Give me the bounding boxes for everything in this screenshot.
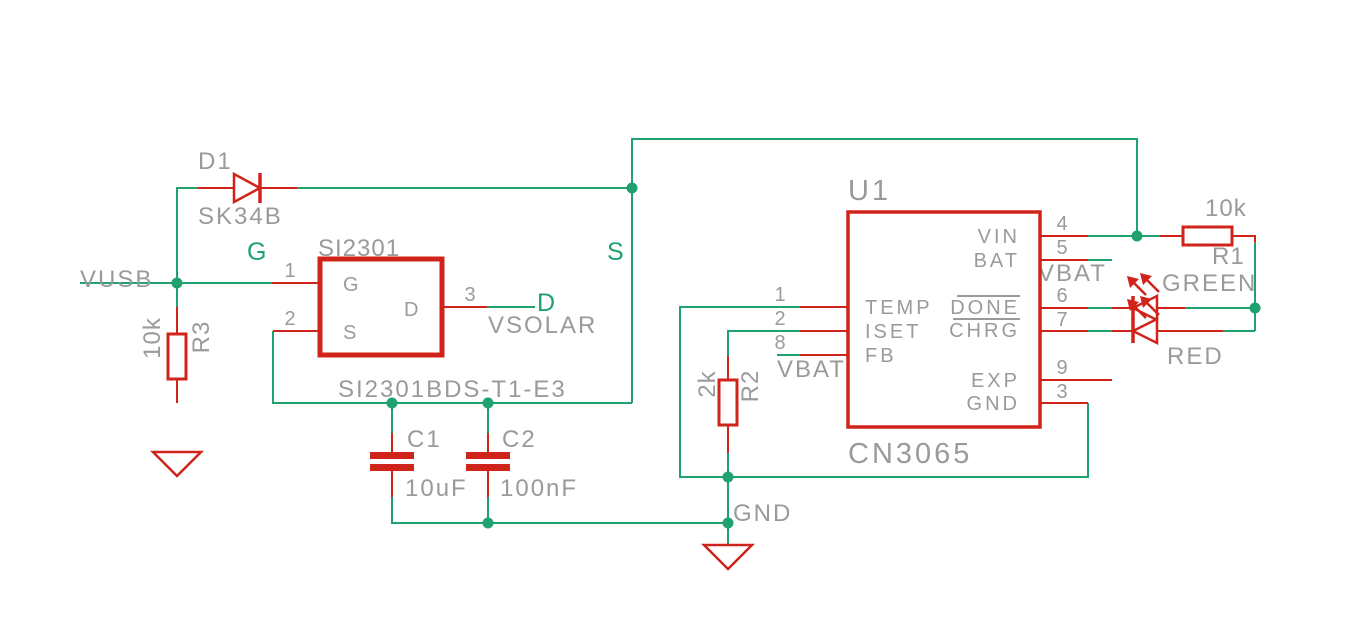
- q1-pin1-number: 1: [284, 260, 295, 282]
- net-s-wires[interactable]: [272, 138, 1160, 434]
- net-vbat-wires[interactable]: [777, 259, 1112, 356]
- u1-pin5-number: 5: [1056, 237, 1067, 259]
- r2-ref-label: R2: [737, 370, 764, 403]
- c1-ref-label: C1: [407, 426, 442, 453]
- u1-pin3-number: 3: [1056, 381, 1067, 403]
- q1-part-label: SI2301BDS-T1-E3: [338, 376, 567, 403]
- u1-pin2-number: 2: [774, 308, 785, 330]
- u1-ref-label: U1: [848, 175, 891, 207]
- q1-pin2-number: 2: [284, 308, 295, 330]
- u1-pin4-number: 4: [1056, 213, 1067, 235]
- u1-pin-temp: TEMP: [865, 297, 933, 319]
- u1-pin9-number: 9: [1056, 357, 1067, 379]
- u1-pin-gnd: GND: [967, 393, 1020, 415]
- capacitor-c1[interactable]: C1 10uF: [370, 426, 468, 502]
- q1-drain-pin-name: D: [404, 299, 418, 321]
- ic-u1[interactable]: U1 CN3065 TEMP ISET FB 1 2 8 VIN BAT DON…: [774, 175, 1067, 470]
- u1-pin-exp: EXP: [971, 370, 1020, 392]
- net-label-vsolar[interactable]: VSOLAR: [488, 312, 597, 339]
- r1-ref-label: R1: [1212, 243, 1245, 270]
- diode-d1[interactable]: D1 SK34B: [198, 148, 283, 230]
- led-green[interactable]: GREEN: [1127, 270, 1257, 323]
- q1-source-pin-name: S: [343, 322, 356, 344]
- r1-value-label: 10k: [1205, 195, 1247, 222]
- r2-value-label: 2k: [694, 370, 721, 397]
- d1-value-label: SK34B: [198, 203, 283, 230]
- d1-ref-label: D1: [198, 148, 233, 175]
- c2-value-label: 100nF: [500, 475, 578, 502]
- net-label-vbat-fb[interactable]: VBAT: [777, 356, 846, 383]
- net-iset-wires[interactable]: [727, 330, 800, 357]
- capacitor-c2[interactable]: C2 100nF: [466, 426, 578, 502]
- net-label-vbat-bat[interactable]: VBAT: [1038, 260, 1107, 287]
- resistor-r1[interactable]: 10k R1: [1181, 195, 1247, 270]
- u1-value-label: CN3065: [848, 438, 972, 470]
- r3-value-label: 10k: [139, 317, 166, 359]
- led-green-label: GREEN: [1162, 270, 1257, 297]
- net-led-wires[interactable]: [1088, 241, 1256, 332]
- net-label-gnd[interactable]: GND: [733, 500, 792, 527]
- u1-pin-iset: ISET: [865, 321, 921, 343]
- u1-pin8-number: 8: [774, 332, 785, 354]
- u1-pin-bat: BAT: [974, 250, 1020, 272]
- u1-pin1-number: 1: [774, 284, 785, 306]
- junction-dots: [171, 182, 1261, 529]
- net-label-drain[interactable]: D: [537, 289, 555, 317]
- u1-pin-chrg: CHRG: [949, 320, 1020, 342]
- net-label-vusb[interactable]: VUSB: [80, 266, 153, 293]
- u1-pin-done: DONE: [950, 297, 1020, 319]
- led-red[interactable]: RED: [1127, 296, 1224, 370]
- u1-pin-vin: VIN: [978, 226, 1020, 248]
- r3-ref-label: R3: [188, 321, 215, 354]
- q1-gate-pin-name: G: [343, 274, 359, 296]
- gnd-symbol-bottom[interactable]: [700, 543, 756, 571]
- resistor-r3[interactable]: 10k R3: [139, 317, 215, 381]
- mosfet-q1[interactable]: SI2301 SI2301BDS-T1-E3 1 2 3 G S D: [284, 235, 566, 403]
- net-label-gate[interactable]: G: [247, 238, 266, 266]
- q1-pin3-number: 3: [464, 284, 475, 306]
- resistor-r2[interactable]: 2k R2: [694, 370, 764, 427]
- q1-name-label: SI2301: [318, 235, 400, 262]
- net-gnd-wires[interactable]: [391, 306, 1089, 545]
- u1-pin6-number: 6: [1056, 285, 1067, 307]
- net-label-source[interactable]: S: [607, 238, 624, 266]
- u1-pin7-number: 7: [1056, 309, 1067, 331]
- c2-ref-label: C2: [502, 426, 537, 453]
- u1-pin-fb: FB: [865, 345, 897, 367]
- c1-value-label: 10uF: [405, 475, 468, 502]
- led-red-label: RED: [1167, 343, 1224, 370]
- gnd-symbol-left[interactable]: [149, 450, 205, 478]
